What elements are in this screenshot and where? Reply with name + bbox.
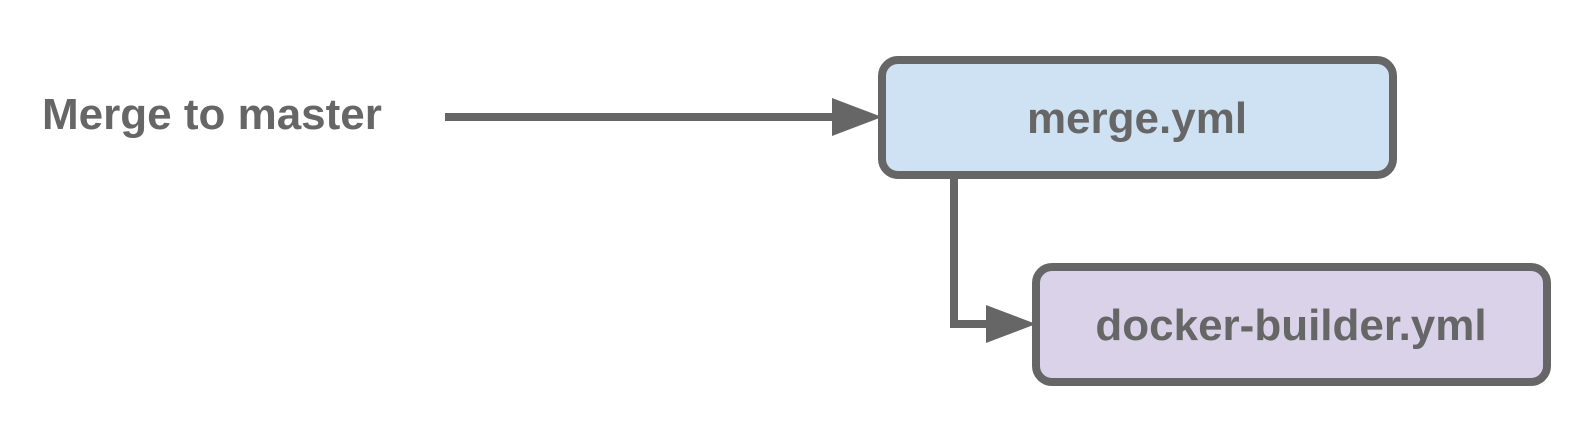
trigger-label: Merge to master	[42, 90, 382, 139]
docker-builder-node: docker-builder.yml	[1032, 263, 1551, 386]
merge-to-docker-builder-connector	[950, 175, 990, 328]
merge-to-docker-builder-arrowhead	[986, 305, 1036, 343]
docker-builder-node-box	[1032, 263, 1551, 386]
docker-builder-node-label: docker-builder.yml	[1095, 301, 1486, 350]
merge-node: merge.yml	[878, 56, 1397, 179]
merge-node-box	[878, 56, 1397, 179]
merge-node-label: merge.yml	[1027, 94, 1247, 143]
trigger-to-merge-arrowhead	[832, 98, 882, 136]
